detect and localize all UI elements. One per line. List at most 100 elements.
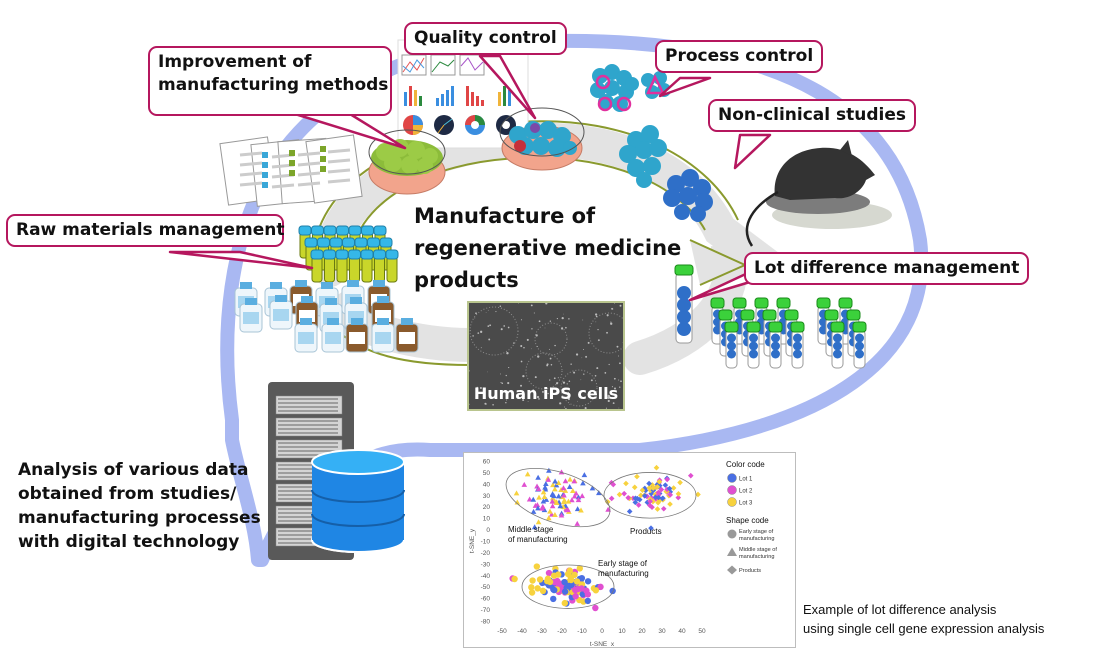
- data-point: [541, 507, 548, 513]
- y-tick-label: -50: [481, 584, 491, 591]
- data-point: [642, 492, 648, 499]
- data-point: [529, 577, 536, 584]
- data-point: [656, 497, 663, 504]
- cluster-ellipse: [603, 472, 697, 519]
- reagent-tubes-icon: [298, 225, 399, 283]
- lot-difference-management-callout: Lot difference management: [744, 252, 1030, 285]
- x-tick-label: -50: [497, 628, 507, 635]
- data-point: [597, 583, 604, 591]
- data-point: [549, 498, 556, 504]
- data-point: [571, 478, 578, 484]
- legend-shape-label: Early stage of: [739, 529, 774, 535]
- data-point: [616, 491, 623, 498]
- data-point: [655, 489, 662, 496]
- data-point: [539, 587, 547, 595]
- data-point: [646, 480, 652, 487]
- data-point: [558, 512, 565, 518]
- data-point: [534, 585, 541, 592]
- mouse-icon: [745, 140, 892, 247]
- data-point: [626, 508, 633, 515]
- legend-color-title: Color code: [726, 460, 765, 469]
- data-point: [584, 597, 592, 605]
- data-point: [536, 576, 544, 583]
- data-point: [550, 482, 556, 488]
- legend-color-swatch: [727, 497, 737, 507]
- data-point: [531, 524, 538, 530]
- caption-line1: Example of lot difference analysis: [803, 602, 997, 617]
- data-point: [571, 493, 578, 499]
- data-point: [534, 502, 541, 508]
- data-point: [569, 497, 575, 503]
- data-point: [687, 472, 694, 479]
- data-point: [670, 485, 677, 491]
- data-point: [572, 593, 579, 600]
- data-point: [578, 507, 584, 513]
- ips-cells-label: Human iPS cells: [473, 384, 619, 403]
- data-point: [654, 484, 661, 490]
- data-point: [579, 493, 585, 499]
- data-point: [561, 599, 569, 607]
- y-tick-label: 0: [486, 527, 490, 534]
- x-tick-label: -20: [557, 628, 567, 635]
- x-tick-label: 0: [600, 628, 604, 635]
- data-point: [634, 473, 640, 480]
- data-point: [535, 486, 542, 492]
- data-point: [647, 498, 653, 505]
- data-point: [592, 587, 600, 594]
- data-point: [656, 478, 663, 485]
- data-point: [621, 490, 627, 497]
- data-point: [576, 565, 583, 572]
- data-point: [635, 502, 642, 508]
- data-point: [565, 507, 571, 513]
- data-point: [596, 490, 602, 496]
- data-point: [514, 499, 521, 505]
- data-point: [513, 490, 520, 496]
- chart-caption: Example of lot difference analysis using…: [803, 600, 1044, 638]
- data-point: [655, 499, 661, 506]
- non-clinical-studies-callout: Non-clinical studies: [708, 99, 917, 132]
- data-point: [553, 500, 560, 506]
- title-line3: products: [414, 268, 519, 292]
- data-point: [546, 467, 552, 473]
- y-tick-label: 30: [483, 493, 491, 500]
- data-point: [663, 488, 669, 495]
- x-axis-label: t-SNE_x: [590, 641, 615, 646]
- data-point: [575, 497, 582, 503]
- title-line2: regenerative medicine: [414, 236, 682, 260]
- data-point: [562, 478, 569, 484]
- data-point: [658, 486, 665, 493]
- human-ips-cells-image: Human iPS cells: [467, 301, 625, 411]
- legend-color-swatch: [727, 485, 737, 495]
- data-point: [567, 476, 573, 482]
- digital-analysis-description: Analysis of various data obtained from s…: [18, 458, 261, 554]
- data-point: [550, 595, 557, 603]
- data-point: [654, 506, 661, 512]
- y-tick-label: -20: [481, 550, 491, 557]
- data-point: [659, 495, 666, 502]
- legend-shape-triangle: [727, 547, 737, 556]
- legend-shape-label: manufacturing: [739, 554, 774, 560]
- y-tick-label: 60: [483, 459, 491, 466]
- data-point: [566, 567, 574, 574]
- legend-shape-label: Middle stage of: [739, 547, 777, 553]
- data-point: [561, 588, 569, 595]
- data-point: [540, 489, 547, 495]
- y-tick-label: 50: [483, 470, 491, 477]
- legend-shape-diamond: [727, 565, 737, 575]
- legend-shape-circle: [727, 529, 737, 539]
- tsne-scatter-plot: 6050403020100-10-20-30-40-50-60-70-80-50…: [469, 459, 777, 649]
- data-point: [592, 604, 599, 612]
- data-point: [554, 577, 561, 585]
- data-point: [660, 505, 667, 512]
- data-point: [584, 578, 592, 585]
- x-tick-label: -40: [517, 628, 527, 635]
- data-point: [649, 504, 655, 510]
- callout-tails: [168, 54, 772, 302]
- data-point: [545, 476, 552, 482]
- title-line1: Manufacture of: [414, 204, 596, 228]
- data-point: [570, 487, 576, 493]
- data-point: [664, 476, 671, 483]
- data-point: [545, 515, 552, 521]
- data-point: [583, 587, 590, 594]
